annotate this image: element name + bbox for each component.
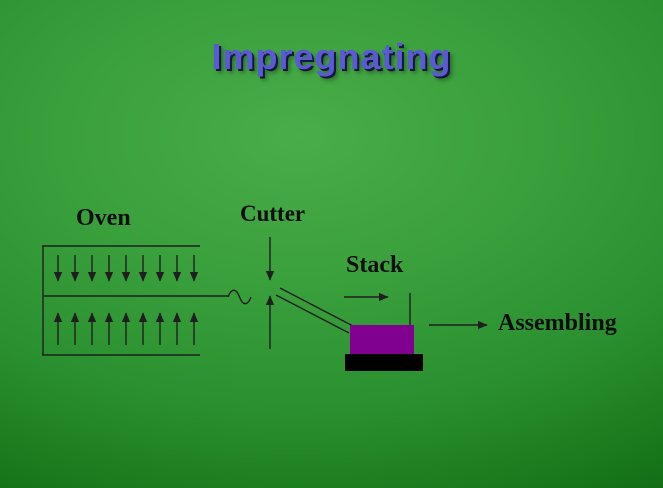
oven-down-arrows <box>53 255 199 282</box>
oven-label: Oven <box>76 205 131 231</box>
cutter-label: Cutter <box>240 201 306 226</box>
stack-base <box>345 354 423 371</box>
slide-title: Impregnating <box>211 36 452 77</box>
assembling-label: Assembling <box>498 310 617 336</box>
oven-chamber <box>42 245 228 356</box>
stack-block <box>350 325 414 354</box>
squiggle-connector <box>227 289 252 305</box>
stack-label: Stack <box>346 252 404 278</box>
feed-lines <box>275 287 354 334</box>
oven-up-arrows <box>53 312 199 345</box>
